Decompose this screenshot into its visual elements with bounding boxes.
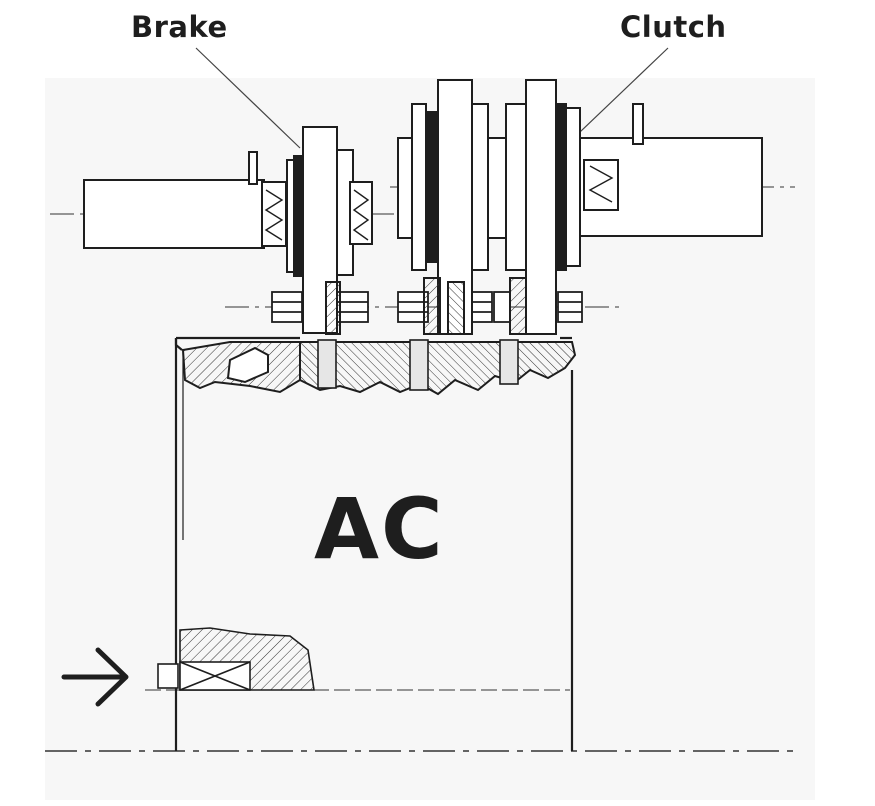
brake-label: Brake bbox=[131, 10, 228, 44]
arrow-right-icon bbox=[61, 647, 129, 707]
clutch-label: Clutch bbox=[620, 10, 727, 44]
spline-hubs bbox=[317, 339, 519, 391]
clutch-disc bbox=[505, 79, 581, 335]
motor-type-label: AC bbox=[314, 480, 445, 578]
coupling-disc bbox=[397, 79, 507, 335]
lower-bearing-section bbox=[157, 627, 315, 691]
clutch-leader-line bbox=[579, 47, 669, 133]
brake-leader-line bbox=[195, 47, 301, 149]
clutch-output-shaft bbox=[579, 103, 763, 237]
brake-disc bbox=[286, 126, 373, 335]
